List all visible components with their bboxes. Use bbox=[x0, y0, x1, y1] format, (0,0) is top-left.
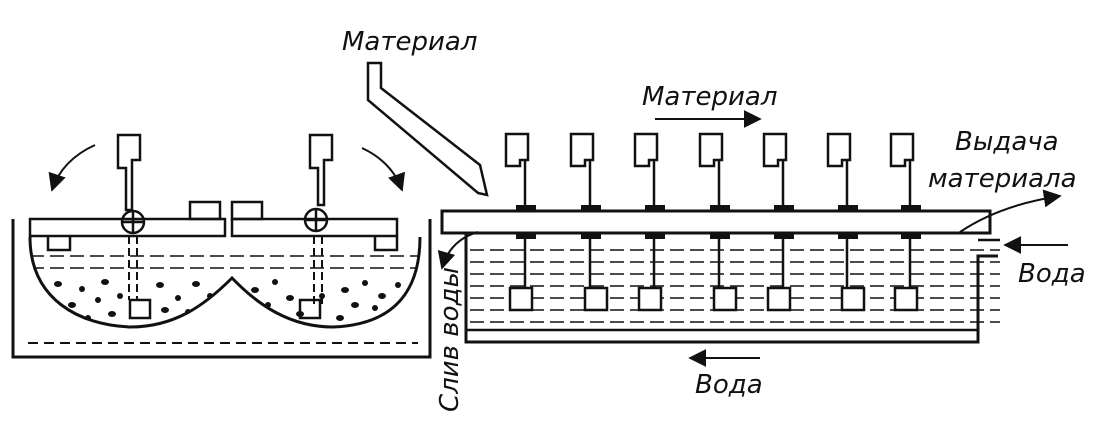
washer-paddle bbox=[569, 132, 609, 312]
washer-paddle bbox=[826, 132, 866, 312]
discharge-arrow bbox=[959, 189, 1062, 233]
washer-paddle bbox=[762, 132, 794, 312]
left-paddle bbox=[28, 133, 227, 320]
label-water-in: Вода bbox=[1018, 259, 1086, 289]
label-material-top: Материал bbox=[342, 27, 477, 57]
washer-paddle bbox=[698, 132, 738, 312]
label-water-bottom: Вода bbox=[695, 370, 763, 400]
label-discharge-2: материала bbox=[928, 164, 1077, 194]
washer-paddle bbox=[633, 132, 665, 312]
rotation-arrow-right bbox=[361, 147, 406, 192]
label-discharge-1: Выдача bbox=[955, 127, 1059, 157]
conveyor-belt bbox=[440, 209, 992, 235]
label-material-flow: Материал bbox=[642, 82, 777, 112]
mixer-liquid bbox=[30, 255, 420, 321]
feed-hopper bbox=[366, 61, 489, 197]
right-paddle bbox=[230, 133, 406, 320]
mixer-bowls bbox=[28, 236, 422, 329]
washer-paddles bbox=[504, 132, 921, 312]
label-water-drain: Слив воды bbox=[435, 267, 465, 412]
rotation-arrow-left bbox=[48, 144, 96, 192]
mixer-granules bbox=[54, 279, 408, 321]
drain-arrow bbox=[437, 231, 479, 270]
washer-paddle bbox=[504, 132, 536, 312]
washer-trough bbox=[464, 232, 998, 344]
mixer-unit bbox=[11, 133, 432, 359]
mixer-tank bbox=[11, 219, 432, 359]
washer-paddle bbox=[889, 132, 921, 312]
washer-unit bbox=[440, 132, 1000, 344]
